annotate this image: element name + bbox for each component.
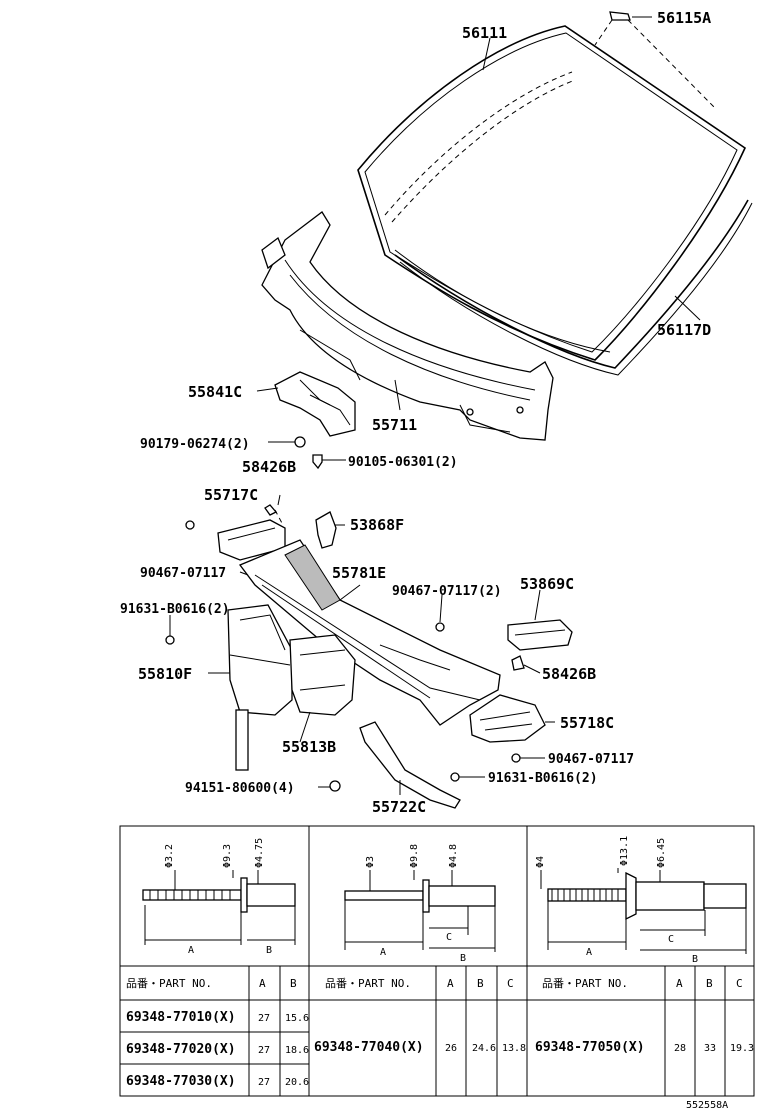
g1-row2-part: 69348-77020(X) — [126, 1042, 236, 1057]
label-duct-55810f: 55810F — [138, 665, 192, 683]
header-part-no-3: 品番・PART NO. — [542, 977, 628, 990]
label-seal-58426b-top: 58426B — [242, 458, 296, 476]
label-windshield: 56111 — [462, 24, 507, 42]
g3-part: 69348-77050(X) — [535, 1040, 645, 1055]
seal-53869c — [507, 619, 573, 651]
dim-r3-b: B — [692, 954, 698, 965]
rivet-drawing-3: Φ4 Φ13.1 Φ6.45 A C B — [535, 836, 747, 965]
label-seal-55718c: 55718C — [560, 714, 614, 732]
header-b-1: B — [290, 977, 297, 990]
header-b-3: B — [706, 977, 713, 990]
header-a-2: A — [447, 977, 454, 990]
dim-r2-a: A — [380, 947, 386, 958]
dim-r1-d1: Φ3.2 — [164, 844, 175, 868]
label-cowl-side-seal: 55841C — [188, 383, 242, 401]
g1-row3-b: 20.6 — [285, 1077, 309, 1088]
dim-r3-c: C — [668, 934, 674, 945]
g3-b: 33 — [704, 1043, 716, 1054]
clip-screw-set — [294, 436, 323, 470]
dim-r3-d2: Φ13.1 — [619, 836, 630, 866]
header-a-3: A — [676, 977, 683, 990]
label-louver-55781e: 55781E — [332, 564, 386, 582]
seal-58426b-right — [511, 655, 525, 671]
g1-row3-part: 69348-77030(X) — [126, 1074, 236, 1089]
g1-row2-b: 18.6 — [285, 1045, 309, 1056]
cowl-top-panel — [261, 211, 554, 441]
header-b-2: B — [477, 977, 484, 990]
g2-c: 13.8 — [502, 1043, 526, 1054]
rivet-drawing-1: Φ3.2 Φ9.3 Φ4.75 A B — [142, 838, 296, 956]
g1-row1-part: 69348-77010(X) — [126, 1010, 236, 1025]
seal-55718c — [469, 694, 546, 743]
label-clip-90467-left: 90467-07117 — [140, 566, 226, 581]
dim-r2-d2: Φ9.8 — [409, 844, 420, 868]
cowl-side-seal — [274, 371, 356, 437]
rivet-drawing-2: Φ3 Φ9.8 Φ4.8 A C B — [344, 844, 496, 964]
dim-r3-a: A — [586, 947, 592, 958]
part-labels: 56111 56115A 56117D 55841C 55711 90179-0… — [120, 9, 711, 816]
dim-r1-d2: Φ9.3 — [222, 844, 233, 868]
clip-left — [185, 520, 195, 530]
dim-r2-d3: Φ4.8 — [448, 844, 459, 868]
clip-right — [511, 753, 521, 763]
label-duct-55813b: 55813B — [282, 738, 336, 756]
header-c-3: C — [736, 977, 743, 990]
label-rivet-91631-left: 91631-B0616(2) — [120, 602, 230, 617]
label-seal-55722c: 55722C — [372, 798, 426, 816]
dim-r2-c: C — [446, 932, 452, 943]
windshield-molding — [394, 199, 753, 376]
air-duct-55810f — [227, 604, 293, 771]
g1-row2-a: 27 — [258, 1045, 270, 1056]
g1-row3-a: 27 — [258, 1077, 270, 1088]
label-screw-90105: 90105-06301(2) — [348, 455, 458, 470]
g2-b: 24.6 — [472, 1043, 496, 1054]
seal-55722c — [359, 721, 461, 809]
seal-53868f — [315, 511, 337, 549]
g3-c: 19.3 — [730, 1043, 754, 1054]
dim-r2-b: B — [460, 953, 466, 964]
header-a-1: A — [259, 977, 266, 990]
reference-code: 552558A — [686, 1100, 728, 1111]
leader-lines — [169, 16, 701, 795]
dim-r3-d3: Φ6.45 — [656, 838, 667, 868]
label-clip-90467-right: 90467-07117 — [548, 752, 634, 767]
dim-r1-d3: Φ4.75 — [254, 838, 265, 868]
header-part-no-2: 品番・PART NO. — [325, 977, 411, 990]
label-clip-90179: 90179-06274(2) — [140, 437, 250, 452]
dim-r2-d1: Φ3 — [365, 856, 376, 868]
label-windshield-molding: 56117D — [657, 321, 711, 339]
rivet-spec-table: Φ3.2 Φ9.3 Φ4.75 A B Φ3 Φ9.8 Φ4.8 A C — [119, 825, 755, 1097]
dim-r1-a: A — [188, 945, 194, 956]
label-cowl-top-panel: 55711 — [372, 416, 417, 434]
label-rivet-91631-right: 91631-B0616(2) — [488, 771, 598, 786]
label-windshield-clip: 56115A — [657, 9, 711, 27]
rivet-right — [450, 772, 460, 782]
g3-a: 28 — [674, 1043, 686, 1054]
label-bolt-94151: 94151-80600(4) — [185, 781, 295, 796]
rivet-left — [165, 635, 175, 645]
label-clip-90467-mid: 90467-07117(2) — [392, 584, 502, 599]
g2-a: 26 — [445, 1043, 457, 1054]
label-seal-55717c: 55717C — [204, 486, 258, 504]
header-c-2: C — [507, 977, 514, 990]
header-part-no-1: 品番・PART NO. — [126, 977, 212, 990]
dim-r3-d1: Φ4 — [535, 856, 546, 868]
g1-row1-b: 15.6 — [285, 1013, 309, 1024]
air-duct-55813b — [289, 634, 356, 716]
g2-part: 69348-77040(X) — [314, 1040, 424, 1055]
label-seal-53869c: 53869C — [520, 575, 574, 593]
label-seal-58426b-right: 58426B — [542, 665, 596, 683]
windshield-glass — [357, 25, 747, 361]
g1-row1-a: 27 — [258, 1013, 270, 1024]
label-seal-53868f: 53868F — [350, 516, 404, 534]
bolt — [329, 780, 341, 792]
dim-r1-b: B — [266, 945, 272, 956]
clip-mid — [435, 622, 445, 632]
